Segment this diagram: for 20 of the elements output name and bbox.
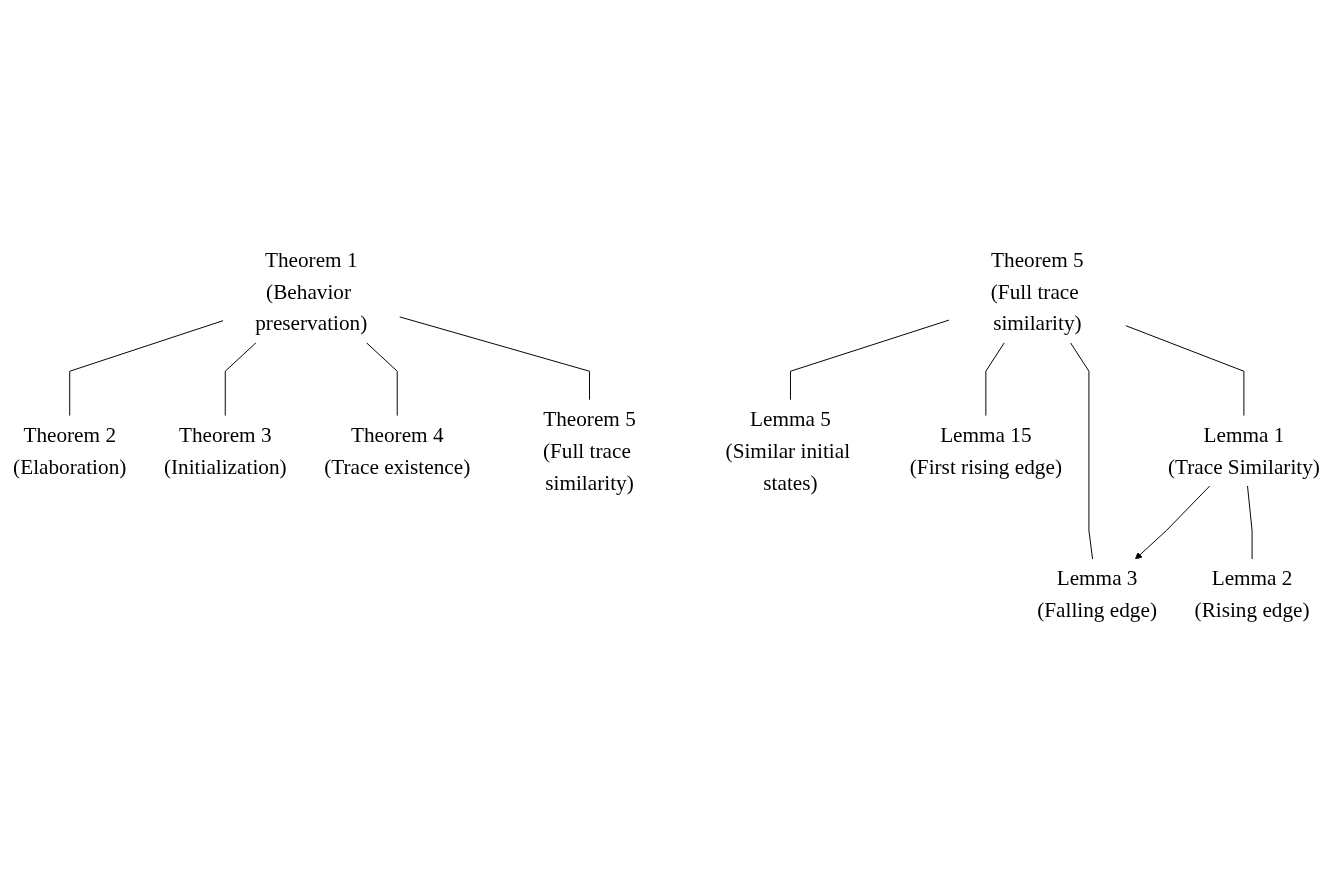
node-text: Lemma 1 (Trace Similarity) <box>1167 423 1320 479</box>
connector <box>398 316 590 401</box>
node-text: Theorem 5 (Full trace similarity) <box>542 407 636 495</box>
connector <box>365 342 398 417</box>
connector <box>224 342 257 417</box>
connector <box>69 320 224 417</box>
node-text: Theorem 1 (Behavior preservation) <box>255 247 368 336</box>
connector <box>1125 325 1245 417</box>
node-text: Theorem 5 (Full trace similarity) <box>990 247 1084 336</box>
connector <box>1069 342 1094 560</box>
node-text: Lemma 15 (First rising edge) <box>909 423 1062 479</box>
node-text: Lemma 5 (Similar initial states) <box>725 407 851 495</box>
connector <box>790 319 950 401</box>
node-text: Theorem 2 (Elaboration) <box>13 423 127 479</box>
connector <box>985 342 1005 417</box>
node-text: Lemma 3 (Falling edge) <box>1037 566 1157 623</box>
node-text: Theorem 4 (Trace existence) <box>324 423 471 479</box>
connector <box>1247 485 1253 560</box>
node-text: Lemma 2 (Rising edge) <box>1194 566 1310 623</box>
node-text: Theorem 3 (Initialization) <box>163 423 287 479</box>
